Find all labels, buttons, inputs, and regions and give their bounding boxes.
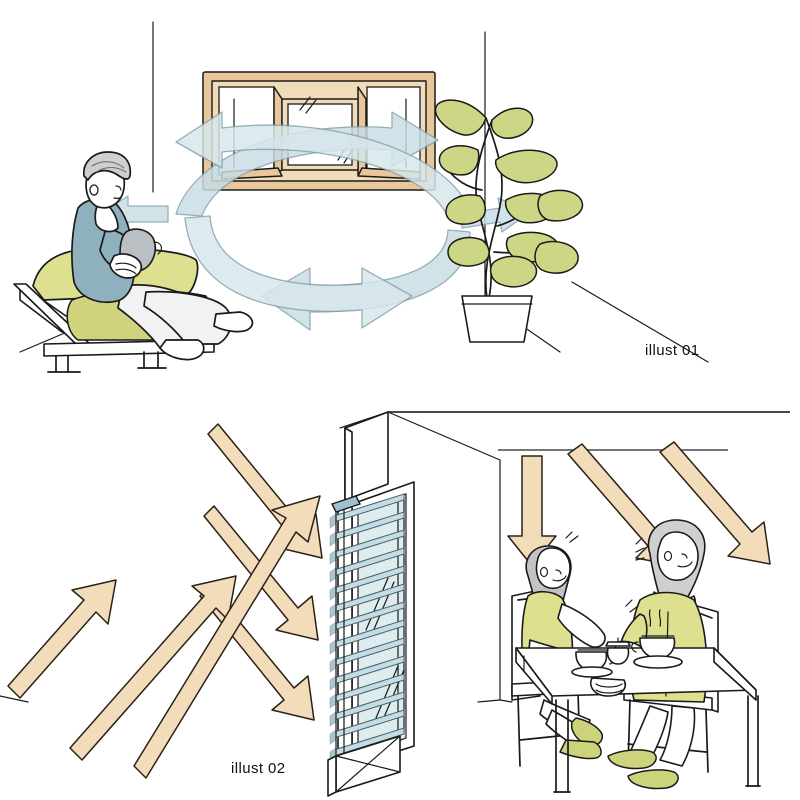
- reflected-sun-arrows: [7, 495, 321, 779]
- leader-line-illust-01: [571, 281, 709, 363]
- coffee-cup-left: [571, 649, 615, 678]
- panel-illust-02: .bink{stroke:#1a1a1a;stroke-width:1.7;fi…: [0, 400, 800, 800]
- potted-plant: [434, 99, 584, 343]
- person-young: [521, 545, 606, 760]
- caption-illust-02: illust 02: [231, 760, 286, 777]
- caption-illust-01: illust 01: [645, 342, 700, 359]
- ceiling-diagonal: [387, 411, 501, 461]
- cookie-plate: [590, 677, 626, 697]
- emotion-marks: [565, 531, 645, 613]
- coffee-cup-right: [631, 609, 683, 669]
- louvered-blind-assembly: [327, 411, 415, 797]
- tableware: [571, 609, 683, 697]
- louver-slats: [329, 493, 405, 763]
- panel-illust-01: .ink{stroke:#1a1a1a;stroke-width:1.7;fil…: [13, 21, 709, 373]
- sugar-pot: [605, 637, 631, 665]
- floor-join: [499, 699, 513, 703]
- seated-person: [71, 151, 254, 361]
- left-floor-line: [0, 695, 29, 703]
- skirting: [477, 699, 501, 703]
- dining-table: [515, 647, 761, 793]
- airflow-arrow-loop: [99, 111, 531, 331]
